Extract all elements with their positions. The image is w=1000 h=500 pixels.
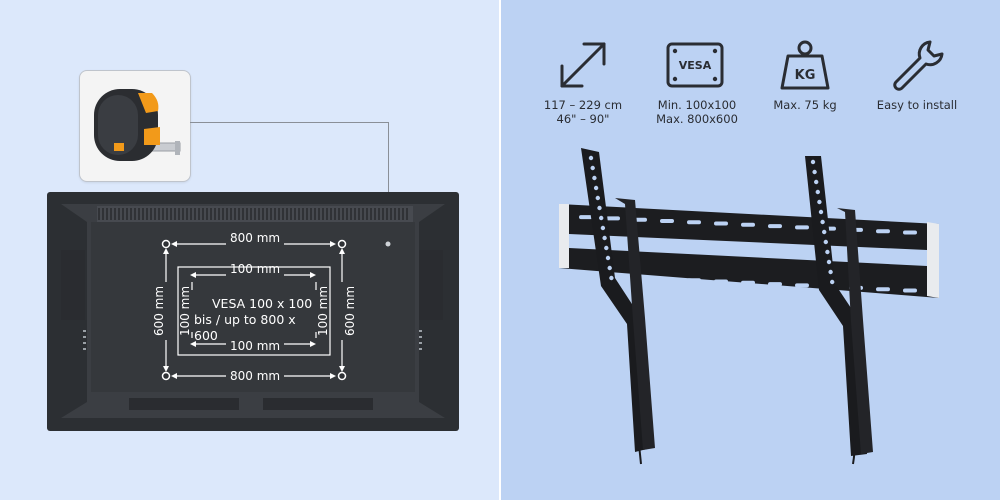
panel-divider — [499, 0, 501, 500]
arm-hole — [822, 229, 827, 235]
arm-hole — [609, 275, 614, 281]
feature-label: 117 – 229 cm 46" – 90" — [528, 98, 638, 126]
feature-line-1: Easy to install — [876, 98, 958, 112]
dim-left-height: 600 mm — [152, 285, 166, 337]
vesa-line-1: VESA 100 x 100 — [212, 296, 313, 311]
tv-back — [47, 192, 459, 431]
rail-slot — [606, 216, 620, 221]
tape-measure-icon — [94, 89, 181, 161]
dim-inner-bottom-width: 100 mm — [230, 339, 281, 353]
arm-hole — [605, 255, 611, 261]
feature-line-1: Max. 75 kg — [773, 98, 837, 112]
vesa-pattern-label: VESA 100 x 100 bis / up to 800 x 600 — [194, 296, 320, 344]
arm-hole — [588, 155, 594, 161]
arm-hole — [590, 165, 595, 171]
rail-slot — [714, 221, 728, 226]
arm-hole — [817, 199, 822, 205]
weight-icon: KG — [780, 40, 830, 90]
rail-slot — [768, 224, 782, 229]
arm-hole — [592, 175, 597, 181]
arm-hole — [814, 179, 819, 185]
callout-line-horizontal — [190, 122, 388, 123]
arm-hole — [595, 195, 600, 201]
right-arm — [805, 156, 867, 456]
mount-hole — [161, 371, 171, 381]
dim-inner-left-height: 100 mm — [178, 285, 192, 337]
feature-label: Max. 75 kg — [750, 98, 860, 112]
vent-lines — [98, 208, 408, 220]
arm-hole — [599, 215, 604, 221]
arm-hole — [818, 209, 824, 215]
vesa-plate-icon: VESA — [666, 42, 724, 88]
mount-hole — [337, 371, 347, 381]
diagonal-arrow-icon — [560, 42, 606, 88]
feature-line-2: Max. 800x600 — [656, 112, 738, 126]
rail-slot — [795, 283, 809, 288]
arm-hole — [830, 279, 835, 285]
rail-slot — [903, 288, 917, 293]
rail-slot — [687, 220, 701, 225]
rail-slot — [795, 225, 809, 230]
arm-hole — [593, 185, 599, 191]
dim-inner-top-width: 100 mm — [230, 262, 281, 276]
rail-slot — [579, 273, 593, 278]
arm-hole — [815, 189, 820, 195]
rail-slot — [768, 282, 782, 287]
vesa-badge-text: VESA — [679, 59, 712, 72]
arm-hole — [823, 239, 828, 245]
rail-slot — [741, 280, 755, 285]
arm-hole — [602, 235, 607, 241]
tape-measure-card — [79, 70, 191, 182]
feature-line-2: 46" – 90" — [556, 112, 610, 126]
arm-hole — [810, 159, 816, 165]
rail-slot — [876, 287, 890, 292]
tv-wall-bracket — [559, 148, 939, 465]
vesa-dimension-lines — [161, 239, 347, 381]
callout-line-vertical — [388, 122, 389, 240]
feature-line-1: 117 – 229 cm — [543, 98, 623, 112]
dim-bottom-width: 800 mm — [230, 369, 281, 383]
wrench-icon — [893, 40, 944, 91]
vesa-line-2: bis / up to 800 x 600 — [194, 312, 296, 343]
rail-slot — [579, 215, 593, 220]
rail-slot — [660, 276, 674, 281]
feature-label: Min. 100x100 Max. 800x600 — [642, 98, 752, 126]
rail-slot — [876, 229, 890, 234]
arm-hole — [828, 269, 833, 275]
mount-hole — [337, 239, 347, 249]
kg-badge-text: KG — [795, 68, 816, 83]
rail-slot — [714, 279, 728, 284]
dim-right-height: 600 mm — [343, 285, 357, 337]
arm-hole — [820, 219, 825, 225]
feature-line-1: Min. 100x100 — [657, 98, 737, 112]
rail-slot — [660, 218, 674, 223]
dim-top-width: 800 mm — [230, 231, 281, 245]
arm-hole — [600, 225, 606, 231]
arm-hole — [825, 249, 830, 255]
rail-slot — [687, 278, 701, 283]
arm-hole — [826, 259, 832, 265]
arm-hole — [812, 169, 817, 175]
feature-label: Easy to install — [862, 98, 972, 112]
rail-slot — [741, 222, 755, 227]
arm-hole — [597, 205, 602, 211]
arm-hole — [604, 245, 609, 251]
rail-slot — [903, 230, 917, 235]
mount-hole — [161, 239, 171, 249]
arm-hole — [607, 265, 612, 271]
left-arm — [581, 148, 651, 452]
wall-plate — [559, 204, 939, 298]
